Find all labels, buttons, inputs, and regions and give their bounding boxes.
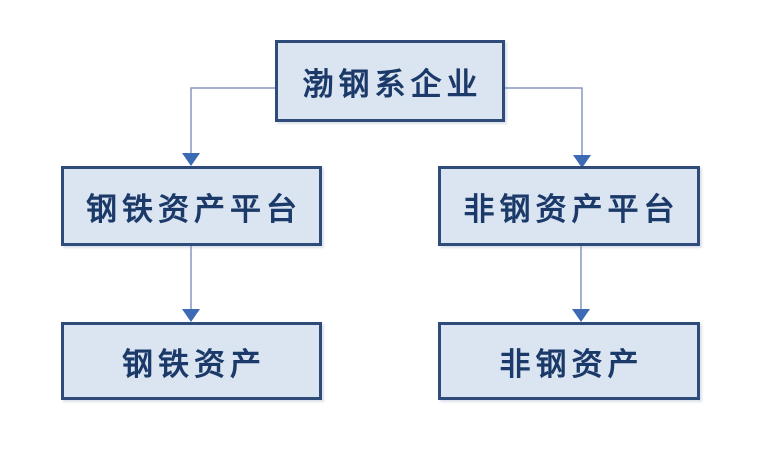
node-steel-asset-platform-label: 钢铁资产平台 <box>86 191 302 227</box>
connector-line <box>190 87 275 153</box>
connector-root-to-non-steel-platform <box>505 87 591 168</box>
arrow-down-icon <box>572 309 590 322</box>
arrow-down-icon <box>182 153 200 166</box>
node-non-steel-assets: 非钢资产 <box>438 322 700 400</box>
connector-line <box>505 87 583 155</box>
node-steel-assets-label: 钢铁资产 <box>122 346 266 382</box>
node-non-steel-asset-platform: 非钢资产平台 <box>438 166 700 246</box>
node-steel-assets: 钢铁资产 <box>61 322 322 400</box>
node-non-steel-assets-label: 非钢资产 <box>499 346 644 382</box>
connector-steel-platform-to-steel-assets <box>182 246 200 322</box>
node-bogang-group-label: 渤钢系企业 <box>302 66 483 102</box>
node-non-steel-asset-platform-label: 非钢资产平台 <box>463 191 680 227</box>
arrow-down-icon <box>182 309 200 322</box>
connector-root-to-steel-platform <box>182 87 275 166</box>
node-steel-asset-platform: 钢铁资产平台 <box>61 166 322 246</box>
connector-non-steel-platform-to-non-steel-assets <box>572 246 590 322</box>
node-bogang-group: 渤钢系企业 <box>275 40 505 122</box>
